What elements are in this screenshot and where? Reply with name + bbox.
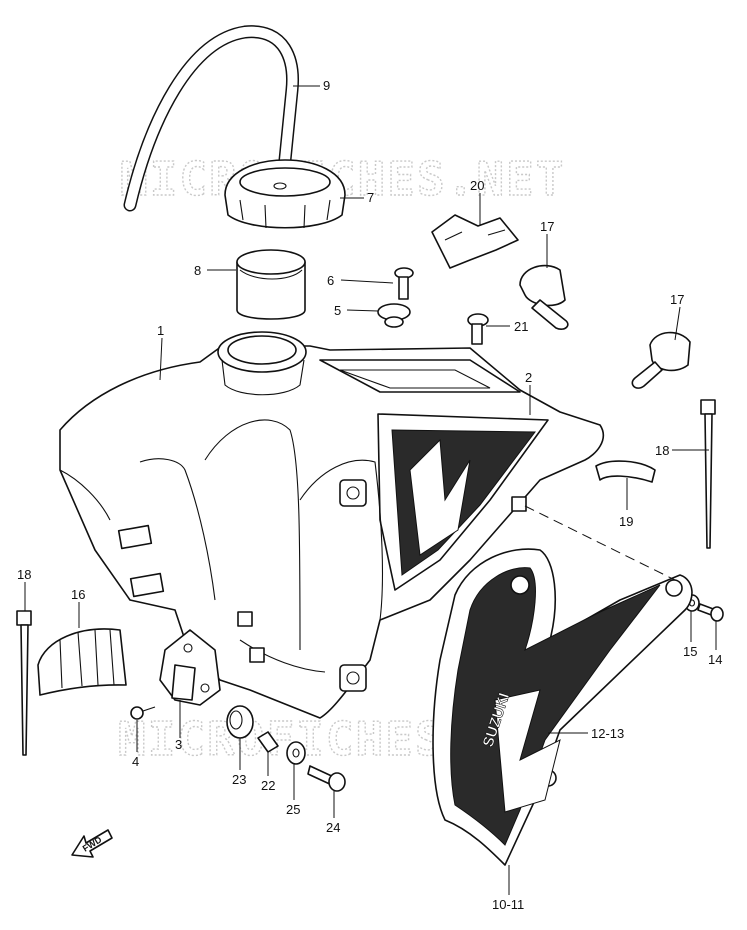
callout-25: 25: [286, 802, 300, 817]
fwd-arrow: FWD: [71, 829, 113, 858]
callout-14: 14: [708, 652, 722, 667]
callout-18-left: 18: [17, 567, 31, 582]
callout-12-13: 12-13: [591, 726, 624, 741]
dashed-assembly-line: [524, 505, 676, 581]
leader-lines: [24, 85, 717, 895]
fuel-tank: [59, 331, 605, 719]
rubber-strap: [431, 214, 519, 269]
callout-19: 19: [619, 514, 633, 529]
cushion-16: [37, 628, 127, 696]
callout-8: 8: [194, 263, 201, 278]
fuel-cock: [159, 629, 221, 706]
callout-21: 21: [514, 319, 528, 334]
fuel-cap: [224, 159, 346, 229]
grommet-5: [377, 303, 411, 328]
callout-17-upper: 17: [540, 219, 554, 234]
callout-17-lower: 17: [670, 292, 684, 307]
grommet-23: [226, 705, 254, 739]
callout-7: 7: [367, 190, 374, 205]
hose-clamp-upper: [519, 264, 569, 330]
callout-15: 15: [683, 644, 697, 659]
callout-23: 23: [232, 772, 246, 787]
filler-gasket: [236, 249, 306, 320]
callout-1: 1: [157, 323, 164, 338]
callout-9: 9: [323, 78, 330, 93]
cushion-19: [595, 460, 656, 483]
bolt-21: [467, 313, 489, 345]
cable-tie-right: [700, 399, 716, 549]
bolt-24: [307, 765, 346, 792]
screw-6: [394, 267, 414, 300]
callout-18-right: 18: [655, 443, 669, 458]
callout-5: 5: [334, 303, 341, 318]
washer-25: [286, 741, 306, 765]
callout-2: 2: [525, 370, 532, 385]
callout-20: 20: [470, 178, 484, 193]
callout-24: 24: [326, 820, 340, 835]
callout-22: 22: [261, 778, 275, 793]
callout-10-11: 10-11: [492, 897, 524, 912]
callout-16: 16: [71, 587, 85, 602]
callout-labels: 9 7 8 20 17 6 5 21 17 1 2 18 19 18 16 15…: [17, 78, 722, 912]
cable-tie-left: [16, 610, 32, 756]
callout-4: 4: [132, 754, 139, 769]
collar-22: [257, 731, 279, 753]
tank-cover: SUZUKI: [432, 548, 693, 866]
callout-6: 6: [327, 273, 334, 288]
bolt-14: [697, 603, 724, 622]
hose-clamp-lower: [631, 331, 691, 389]
screw-4: [130, 706, 156, 720]
callout-3: 3: [175, 737, 182, 752]
breather-hose: [123, 25, 299, 212]
